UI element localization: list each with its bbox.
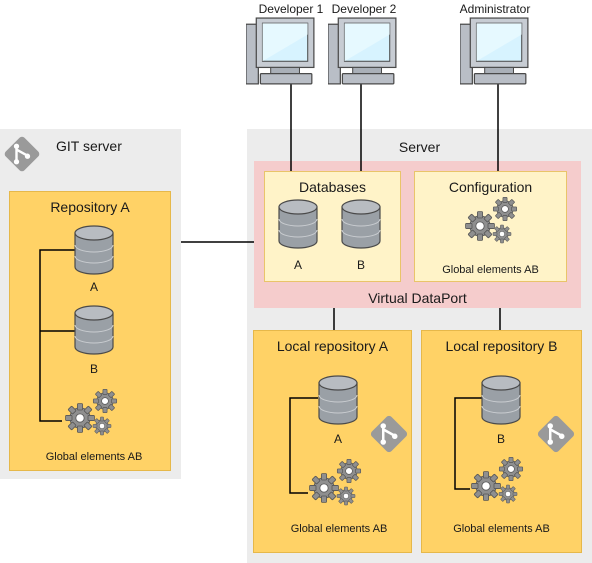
repository-a-title: Repository A: [50, 199, 130, 215]
virtual-dataport-title: Virtual DataPort: [368, 290, 467, 306]
local-repository-a-title: Local repository A: [276, 338, 389, 354]
local-repository-a-git-icon: [368, 413, 410, 455]
configuration-title: Configuration: [448, 179, 533, 195]
repository-a-db2-label: B: [89, 362, 98, 376]
connectors: [39, 84, 501, 494]
repository-a-database-b-icon: [74, 305, 114, 355]
local-repository-b-gears-icon: [472, 457, 523, 503]
repository-a-database-a-icon: [74, 225, 114, 275]
configuration-gears-icon: [466, 197, 517, 243]
local-repository-b-database-icon: [481, 375, 521, 425]
local-repository-b-gears-label: Global elements AB: [453, 523, 550, 535]
local-repository-a-db-label: A: [333, 432, 342, 446]
local-repository-a-database-icon: [318, 375, 358, 425]
databases-database-b-icon: [341, 199, 381, 249]
developer2-computer-icon: [328, 17, 397, 85]
configuration-gears-label: Global elements AB: [442, 264, 539, 276]
databases-database-a-icon: [278, 199, 318, 249]
local-repository-a-gears-label: Global elements AB: [290, 523, 388, 535]
local-repository-b-db-label: B: [496, 432, 505, 446]
repository-a-gears-label: Global elements AB: [45, 451, 143, 463]
administrator-computer-icon: [460, 17, 529, 85]
server-title: Server: [398, 139, 441, 155]
git-server-git-icon: [2, 134, 42, 174]
local-repository-b-git-icon: [535, 413, 577, 455]
databases-title: Databases: [299, 179, 366, 195]
administrator-label: Administrator: [459, 2, 531, 16]
local-repository-a-gears-icon: [310, 459, 361, 505]
databases-db1-label: A: [293, 258, 302, 272]
repository-a-gears-icon: [66, 389, 117, 435]
developer2-label: Developer 2: [331, 2, 397, 16]
local-repository-b-title: Local repository B: [445, 338, 558, 354]
git-server-title: GIT server: [56, 138, 122, 154]
developer1-computer-icon: [246, 17, 315, 85]
developer1-label: Developer 1: [258, 2, 324, 16]
databases-db2-label: B: [356, 258, 365, 272]
repository-a-db1-label: A: [89, 280, 98, 294]
